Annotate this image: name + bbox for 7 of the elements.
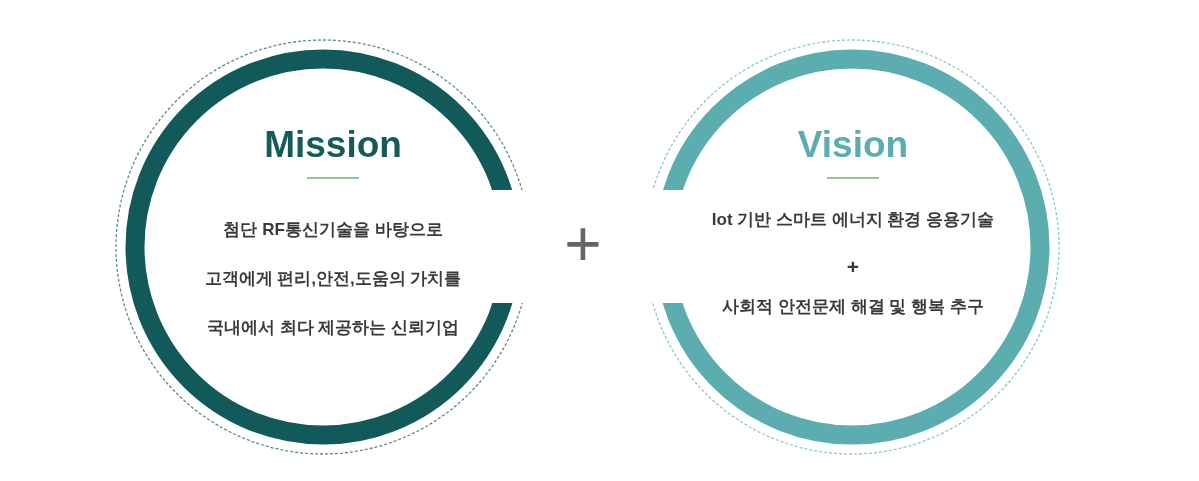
body-text: Iot 기반 스마트 에너지 환경 응용기술 xyxy=(711,209,995,231)
plus-sign: + xyxy=(846,255,860,279)
heading: Mission xyxy=(264,123,402,167)
body-text: 첨단 RF통신기술을 바탕으로 고객에게 편리,안전,도움의 가치를 국내에서 최다 제공하는 신뢰기업 xyxy=(203,219,463,339)
plus-sign: + xyxy=(564,221,602,267)
heading: Vision xyxy=(797,123,909,167)
body-text: 사회적 안전문제 해결 및 행복 추구 xyxy=(722,296,984,318)
